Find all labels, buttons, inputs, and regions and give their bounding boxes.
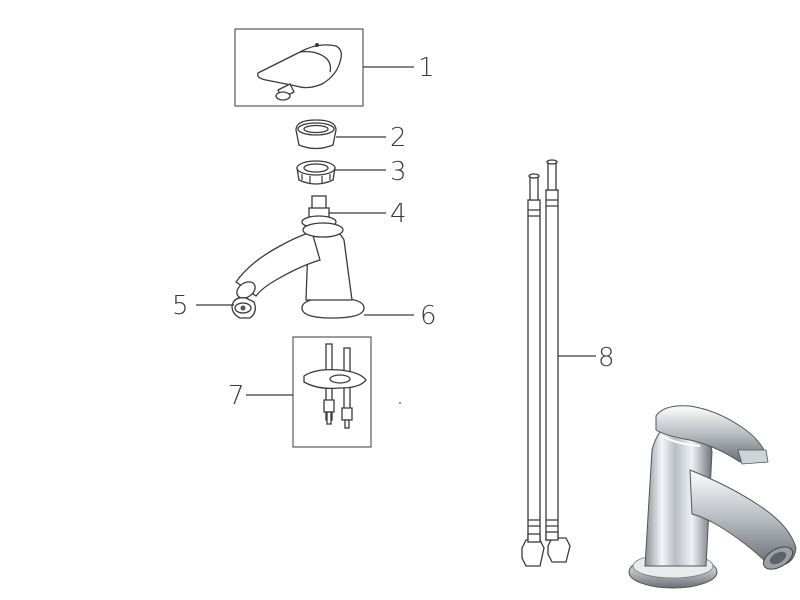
callout-6: 6 xyxy=(420,301,437,331)
callout-1: 1 xyxy=(418,53,435,83)
lever-handle-icon xyxy=(234,28,364,107)
callout-2: 2 xyxy=(390,123,407,153)
callout-3: 3 xyxy=(390,157,407,187)
aerator-icon xyxy=(231,297,256,319)
callout-5: 5 xyxy=(172,291,189,321)
locking-nut-icon xyxy=(296,160,336,185)
callout-4: 4 xyxy=(390,199,407,229)
cover-ring-icon xyxy=(295,119,337,150)
flexible-hoses-icon xyxy=(521,159,571,567)
callout-8: 8 xyxy=(598,343,615,373)
tap-body-icon xyxy=(235,222,365,319)
fixing-kit-icon xyxy=(292,336,372,448)
callout-7: 7 xyxy=(228,381,245,411)
assembled-faucet-icon xyxy=(628,405,797,589)
